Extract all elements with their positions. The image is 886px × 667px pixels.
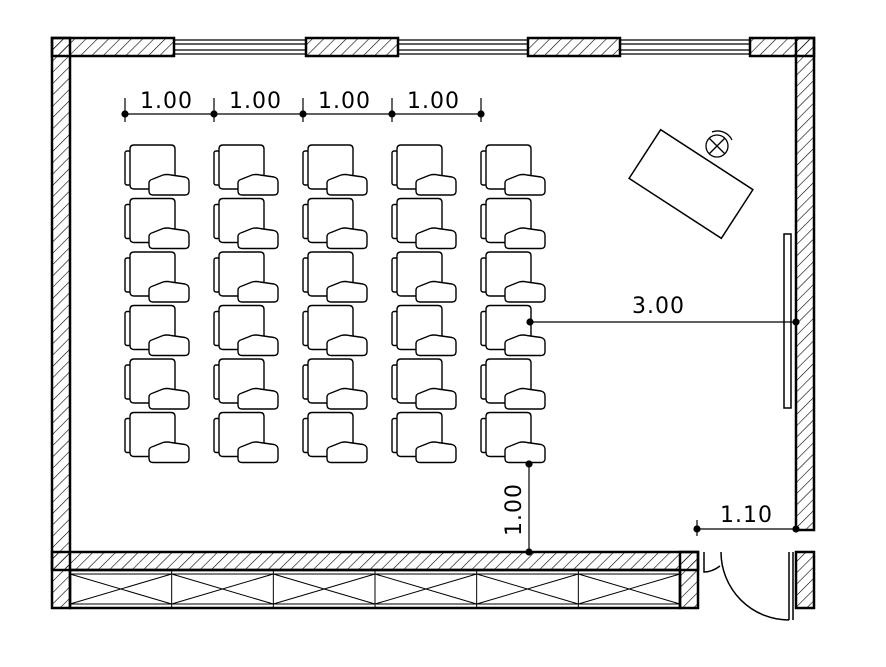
seat-2-4 <box>213 304 279 357</box>
seat-4-5 <box>391 358 457 410</box>
seat-3-2 <box>302 197 368 250</box>
door-arc <box>720 551 790 621</box>
seat-5-2 <box>480 197 546 250</box>
wall-right-upper <box>794 36 816 532</box>
wall-bottom-return <box>678 550 700 610</box>
seat-4-6 <box>391 411 457 464</box>
wall-bottom <box>50 550 700 572</box>
dimension-label-wall: 1.00 <box>502 483 527 536</box>
seat-1-2 <box>124 197 190 250</box>
door-swing-icon <box>703 551 794 621</box>
wall-top-pier-2 <box>526 36 622 58</box>
seat-3-1 <box>302 144 368 196</box>
seat-2-1 <box>213 144 279 196</box>
built-in-cabinet-icon <box>68 568 682 610</box>
dimension-label-col-2: 1.00 <box>229 89 282 114</box>
seat-1-1 <box>124 144 190 196</box>
seat-4-1 <box>391 144 457 196</box>
dimension-label-col-4: 1.00 <box>407 89 460 114</box>
seat-2-6 <box>213 411 279 464</box>
seat-1-6 <box>124 411 190 464</box>
walls <box>50 36 816 610</box>
seat-1-4 <box>124 304 190 357</box>
seat-2-3 <box>213 251 279 303</box>
projection-screen-icon <box>783 233 792 409</box>
dimension-label-door: 1.10 <box>720 503 773 528</box>
dimension-labels: 1.00 1.00 1.00 1.00 3.00 1.00 1.10 <box>140 89 773 536</box>
seat-2-2 <box>213 197 279 250</box>
seat-5-3 <box>480 251 546 303</box>
dimension-label-col-3: 1.00 <box>318 89 371 114</box>
dimension-lines <box>121 98 800 556</box>
seat-5-6 <box>480 411 546 464</box>
seat-5-4 <box>480 304 546 357</box>
seat-4-2 <box>391 197 457 250</box>
wall-right-lower <box>794 550 816 610</box>
window-2 <box>398 39 528 55</box>
windows <box>174 39 750 55</box>
window-3 <box>620 39 750 55</box>
seat-4-4 <box>391 304 457 357</box>
seat-3-4 <box>302 304 368 357</box>
teacher-desk-icon <box>628 128 754 240</box>
wall-left <box>50 36 72 610</box>
seat-3-5 <box>302 358 368 410</box>
dimension-label-col-1: 1.00 <box>140 89 193 114</box>
seat-5-1 <box>480 144 546 196</box>
seat-3-6 <box>302 411 368 464</box>
wall-top-pier-1 <box>304 36 400 58</box>
seat-5-5 <box>480 358 546 410</box>
seat-1-5 <box>124 358 190 410</box>
seat-3-3 <box>302 251 368 303</box>
door-stop <box>703 552 721 573</box>
desk-lamp-icon <box>705 130 733 158</box>
window-1 <box>174 39 306 55</box>
dimension-label-screen: 3.00 <box>632 294 685 319</box>
seat-2-5 <box>213 358 279 410</box>
seat-1-3 <box>124 251 190 303</box>
seat-4-3 <box>391 251 457 303</box>
seating-grid <box>124 144 546 464</box>
